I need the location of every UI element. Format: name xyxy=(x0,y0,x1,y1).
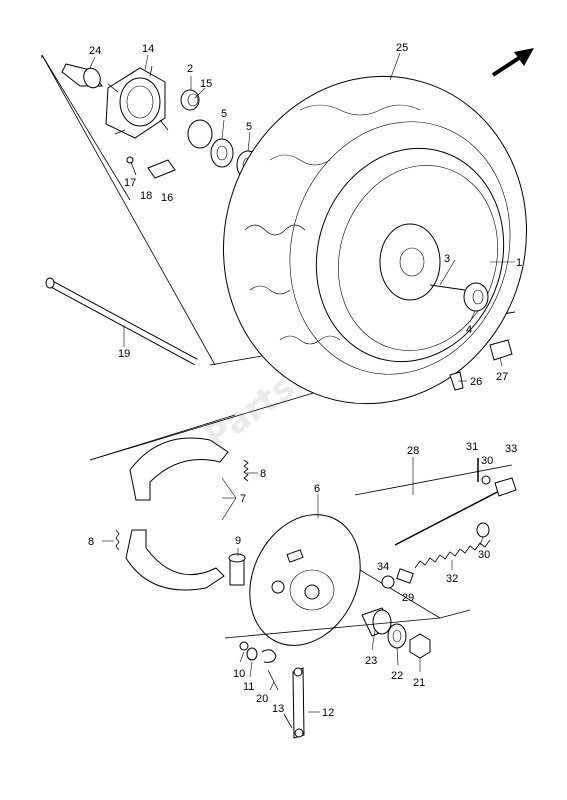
callout-27: 27 xyxy=(496,371,508,383)
callout-5-a: 5 xyxy=(221,108,227,120)
part-33-joint xyxy=(494,477,517,497)
callout-20: 20 xyxy=(256,693,268,705)
part-34-nut xyxy=(381,575,395,589)
part-16-clip xyxy=(147,159,176,179)
callout-22: 22 xyxy=(391,670,403,682)
callout-29: 29 xyxy=(402,592,414,604)
part-10-washer xyxy=(239,641,249,651)
callout-5-b: 5 xyxy=(246,121,252,133)
callout-10: 10 xyxy=(233,668,245,680)
callout-16: 16 xyxy=(161,192,173,204)
callout-26: 26 xyxy=(470,376,482,388)
callout-25: 25 xyxy=(396,42,408,54)
part-30-washer-bottom xyxy=(476,522,490,538)
part-20-bolt xyxy=(267,669,279,691)
callout-18: 18 xyxy=(140,190,152,202)
part-21-nut xyxy=(409,633,431,659)
callout-1: 1 xyxy=(516,257,522,269)
callout-9: 9 xyxy=(235,535,241,547)
callout-8-right: 8 xyxy=(260,468,266,480)
callout-32: 32 xyxy=(446,573,458,585)
part-6-brake-panel xyxy=(249,514,361,646)
part-19-axle xyxy=(45,277,198,366)
part-7-brake-shoes xyxy=(125,437,229,591)
part-8-spring-left xyxy=(115,529,120,551)
callout-4: 4 xyxy=(466,324,472,336)
callout-6: 6 xyxy=(314,483,320,495)
part-1-wheel-rim xyxy=(315,147,505,363)
callout-labels: 24 14 2 15 5 5 25 17 18 16 3 1 4 19 26 2… xyxy=(88,42,522,719)
part-14-hub xyxy=(105,65,169,139)
leader-lines xyxy=(89,52,515,713)
hub-group-bracket xyxy=(41,54,216,366)
part-26-valve xyxy=(449,371,464,391)
part-9-brake-cam xyxy=(228,553,246,586)
part-32-rod-spring xyxy=(394,487,506,569)
part-24-collar xyxy=(61,63,103,89)
part-11-washer xyxy=(246,647,258,661)
part-28-brake-rod-bracket xyxy=(224,464,513,639)
part-17-screw xyxy=(126,156,137,176)
part-12-brake-lever xyxy=(292,667,305,739)
callout-13: 13 xyxy=(272,703,284,715)
callout-31: 31 xyxy=(466,441,478,453)
callout-28: 28 xyxy=(407,445,419,457)
o-ring xyxy=(187,119,213,149)
callout-15: 15 xyxy=(200,78,212,90)
callout-19: 19 xyxy=(118,348,130,360)
callout-17: 17 xyxy=(124,177,136,189)
callout-3: 3 xyxy=(444,253,450,265)
part-2-collar xyxy=(180,89,200,111)
part-11-spring xyxy=(261,649,277,663)
callout-23: 23 xyxy=(365,655,377,667)
callout-21: 21 xyxy=(413,677,425,689)
callout-30-a: 30 xyxy=(481,455,493,467)
callout-12: 12 xyxy=(322,707,334,719)
direction-arrow-icon xyxy=(491,48,534,77)
callout-2: 2 xyxy=(187,63,193,75)
part-23-spacer xyxy=(361,607,393,637)
part-29-joint xyxy=(396,568,414,584)
callout-33: 33 xyxy=(505,443,517,455)
part-4-spacer xyxy=(463,282,489,312)
part-27-valve-cap xyxy=(489,339,513,361)
callout-8-left: 8 xyxy=(88,536,94,548)
part-5-bearing-a xyxy=(210,138,234,168)
callout-24: 24 xyxy=(89,45,101,57)
part-30-washer-top xyxy=(481,475,491,485)
callout-14: 14 xyxy=(142,43,154,55)
part-22-oil-seal xyxy=(387,623,407,649)
callout-7: 7 xyxy=(240,493,246,505)
callout-30-b: 30 xyxy=(478,549,490,561)
part-3-stub xyxy=(429,284,466,291)
part-13-bolt xyxy=(283,713,293,729)
callout-11: 11 xyxy=(243,681,254,693)
callout-34: 34 xyxy=(377,561,389,573)
part-8-spring-right xyxy=(243,459,249,482)
